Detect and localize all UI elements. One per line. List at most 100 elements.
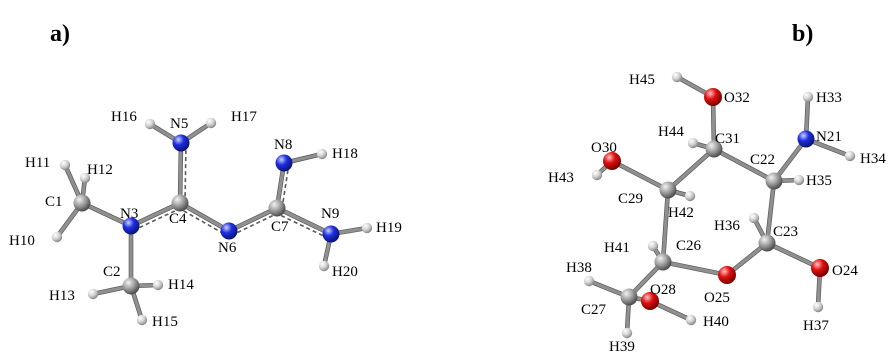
atom-h14: H14 <box>152 277 194 293</box>
atom-label-n6: N6 <box>218 240 237 256</box>
atom-label-h41: H41 <box>604 240 630 256</box>
bond-o25-c26 <box>660 259 730 278</box>
bond-c7-n9 <box>274 205 334 240</box>
bond-c22-c23 <box>764 178 777 246</box>
atom-label-h42: H42 <box>668 205 694 221</box>
atom-h45: H45 <box>629 71 683 88</box>
bond-c4-n6 <box>177 200 232 237</box>
atom-c29: C29 <box>618 181 677 207</box>
atom-h41: H41 <box>604 240 659 256</box>
atom-label-c1: C1 <box>45 194 63 210</box>
atom-c1: C1 <box>45 194 91 212</box>
atom-n5: N5 <box>170 116 190 152</box>
atom-label-c23: C23 <box>773 224 798 240</box>
bond-c29-o30 <box>609 158 671 193</box>
atom-label-h40: H40 <box>703 314 729 330</box>
atom-h35: H35 <box>793 173 832 189</box>
atom-h42: H42 <box>668 190 696 221</box>
atom-label-h44: H44 <box>658 124 684 140</box>
atom-label-h12: H12 <box>87 162 113 178</box>
atom-c22: C22 <box>750 152 783 190</box>
bond-c1-n3 <box>79 200 134 229</box>
atom-h12: H12 <box>79 162 113 184</box>
atom-label-h36: H36 <box>714 218 740 234</box>
atom-h34: H34 <box>844 150 886 167</box>
atom-label-h11: H11 <box>25 155 50 171</box>
atom-h16: H16 <box>111 109 156 130</box>
atom-h36: H36 <box>714 212 760 234</box>
atom-c23: C23 <box>758 224 798 252</box>
atom-o30: O30 <box>591 140 621 170</box>
atom-h39: H39 <box>609 327 635 354</box>
atom-label-c26: C26 <box>676 238 702 254</box>
atom-h33: H33 <box>802 90 842 106</box>
bond-n3-c4 <box>128 200 183 232</box>
atom-label-h10: H10 <box>9 233 35 249</box>
atom-n3: N3 <box>120 206 140 235</box>
atom-o24: O24 <box>811 259 858 279</box>
atom-h40: H40 <box>685 314 729 330</box>
atom-c7: C7 <box>268 199 289 235</box>
atom-h37: H37 <box>803 301 829 334</box>
atom-n6: N6 <box>218 222 238 256</box>
atom-label-c7: C7 <box>271 219 289 235</box>
atom-label-h16: H16 <box>111 109 137 125</box>
panel-b-letter: b) <box>792 21 813 47</box>
atom-n8: N8 <box>274 137 293 172</box>
atom-label-n9: N9 <box>321 206 339 222</box>
atom-n21: N21 <box>797 129 842 148</box>
atom-label-h15: H15 <box>152 314 178 330</box>
atom-h17: H17 <box>205 109 257 129</box>
atom-h11: H11 <box>25 155 71 171</box>
atom-label-h35: H35 <box>806 173 832 189</box>
atom-label-n3: N3 <box>120 206 138 222</box>
atom-n9: N9 <box>321 206 340 243</box>
bond-n6-c7 <box>226 205 280 237</box>
panel-a-letter: a) <box>50 21 70 47</box>
atom-h20: H20 <box>318 260 358 280</box>
atom-label-c27: C27 <box>581 302 607 318</box>
atom-label-h13: H13 <box>49 288 75 304</box>
atom-label-h17: H17 <box>231 109 257 125</box>
atom-c27: C27 <box>581 288 638 318</box>
atom-o28: O28 <box>641 282 676 310</box>
atom-label-o24: O24 <box>832 263 858 279</box>
atom-label-c31: C31 <box>715 131 740 147</box>
atom-label-h19: H19 <box>376 220 402 236</box>
atom-c31: C31 <box>705 131 740 158</box>
atom-label-h43: H43 <box>548 170 574 186</box>
atom-label-c4: C4 <box>169 211 187 227</box>
atom-label-n21: N21 <box>816 129 842 145</box>
atom-h44: H44 <box>658 124 699 149</box>
atom-c4: C4 <box>169 194 189 227</box>
atom-label-h37: H37 <box>803 318 829 334</box>
atom-label-h18: H18 <box>332 146 358 162</box>
atom-c2: C2 <box>103 264 140 295</box>
bond-c31-c22 <box>711 146 777 184</box>
bond-c23-o24 <box>764 240 823 271</box>
atom-h19: H19 <box>361 220 402 236</box>
atom-label-h45: H45 <box>629 72 655 88</box>
atom-h15: H15 <box>136 314 178 330</box>
atom-label-h33: H33 <box>816 90 842 106</box>
atom-c26: C26 <box>654 238 702 271</box>
bond-c31-c29 <box>665 146 717 193</box>
atom-label-c29: C29 <box>618 191 643 207</box>
atom-h10: H10 <box>9 231 63 249</box>
atom-label-h38: H38 <box>566 260 592 276</box>
atom-label-n8: N8 <box>274 137 292 153</box>
atom-label-c2: C2 <box>103 264 121 280</box>
atom-o25: O25 <box>704 266 736 306</box>
atom-label-h20: H20 <box>332 264 358 280</box>
atom-o32: O32 <box>704 88 750 106</box>
bond-c4-n5 <box>177 140 187 206</box>
atom-label-o25: O25 <box>704 290 730 306</box>
atom-h18: H18 <box>316 146 358 162</box>
atom-label-c22: C22 <box>750 152 775 168</box>
atom-label-h14: H14 <box>168 277 194 293</box>
